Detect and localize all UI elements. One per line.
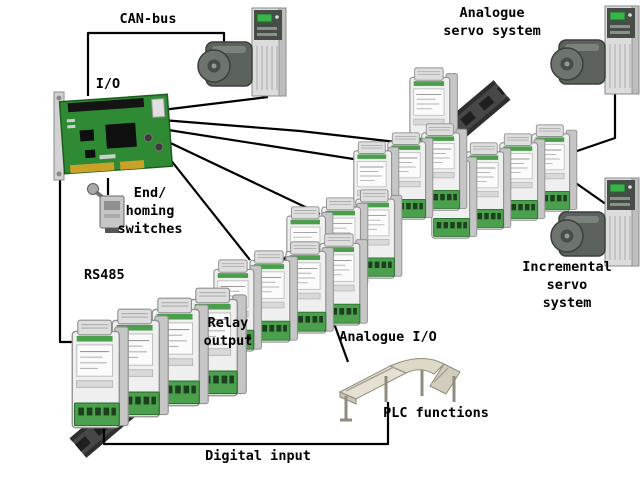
- analogue-servo-unit: [550, 5, 640, 95]
- analogue-io-label: Analogue I/O: [339, 329, 437, 345]
- wire-card-to-cluster-top: [161, 118, 397, 144]
- wire-card-to-cluster-mid: [161, 138, 321, 215]
- can-bus-servo-unit: [197, 7, 287, 97]
- digital-input-label: Digital input: [205, 448, 311, 464]
- wire-rs485: [58, 170, 84, 344]
- limit-switch: [87, 183, 125, 233]
- module-cluster-bottom-left: [71, 287, 247, 429]
- end-homing-label: End/ homing switches: [117, 185, 183, 237]
- wire-can-bus: [86, 31, 226, 96]
- wire-digital-input: [102, 402, 390, 446]
- relay-output-label: Relay output: [203, 315, 253, 349]
- can-bus-label: CAN-bus: [119, 11, 177, 27]
- wire-card-to-cluster-low: [161, 148, 251, 261]
- incremental-servo-label: Incremental servo system: [522, 259, 612, 311]
- rs485-label: RS485: [84, 267, 125, 283]
- din-module: [71, 319, 129, 429]
- wire-card-to-servo1: [161, 95, 269, 112]
- io-label: I/O: [95, 76, 121, 92]
- conveyor-system: [338, 358, 461, 422]
- plc-functions-label: PLC functions: [383, 405, 489, 421]
- pci-io-card: [53, 91, 174, 181]
- analogue-servo-label: Analogue servo system: [443, 5, 541, 39]
